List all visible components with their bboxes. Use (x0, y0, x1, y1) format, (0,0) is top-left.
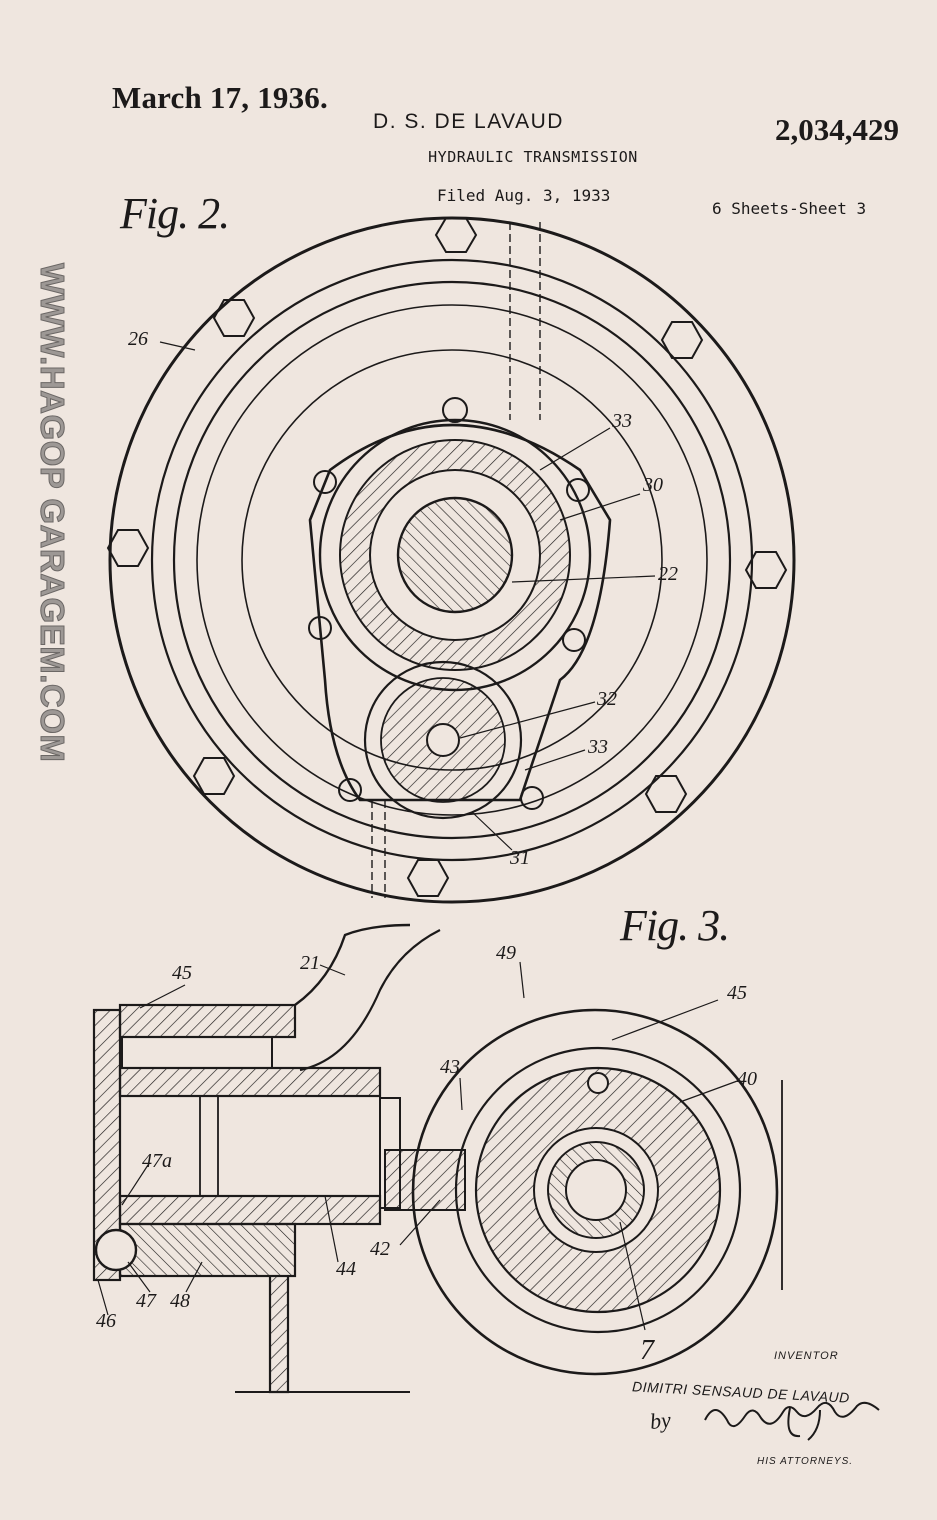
fig3-label: 43 (440, 1056, 460, 1078)
fig2-label: 32 (597, 688, 617, 710)
fig3-label: 46 (96, 1310, 116, 1332)
fig3-label: 21 (300, 952, 320, 974)
patent-title: HYDRAULIC TRANSMISSION (428, 148, 638, 166)
site-watermark: WWW.HAGOP GARAGEM.COM (34, 262, 72, 763)
fig2-label: 31 (510, 847, 530, 869)
fig2-drawing (106, 216, 796, 904)
fig2-label: 33 (612, 410, 632, 432)
fig3-label: 45 (172, 962, 192, 984)
fig3-label: 7 (640, 1335, 654, 1366)
fig2-label: 30 (643, 474, 663, 496)
fig2-label: 22 (658, 563, 678, 585)
filed-date: Filed Aug. 3, 1933 (437, 186, 611, 205)
fig3-title: Fig. 3. (620, 901, 730, 950)
fig3-label: 49 (496, 942, 516, 964)
fig2-title: Fig. 2. (120, 189, 230, 238)
attorneys-caption: HIS ATTORNEYS. (757, 1456, 854, 1467)
by-label: by (648, 1406, 672, 1435)
fig2-label: 26 (128, 328, 148, 350)
fig3-label: 42 (370, 1238, 390, 1260)
fig3-label: 47a (142, 1150, 172, 1172)
attorney-signature-mark (704, 1401, 880, 1441)
fig3-label: 44 (336, 1258, 356, 1280)
inventor-caption: INVENTOR (774, 1350, 839, 1362)
inventor-name: D. S. DE LAVAUD (373, 110, 564, 133)
fig3-label: 47 (136, 1290, 156, 1312)
fig3-label: 48 (170, 1290, 190, 1312)
sheet-count: 6 Sheets-Sheet 3 (712, 199, 867, 218)
fig3-drawing (92, 923, 783, 1394)
fig2-label: 33 (588, 736, 608, 758)
fig3-label: 45 (727, 982, 747, 1004)
fig3-label: 40 (737, 1068, 757, 1090)
patent-date: March 17, 1936. (112, 80, 328, 115)
patent-number: 2,034,429 (775, 112, 899, 147)
